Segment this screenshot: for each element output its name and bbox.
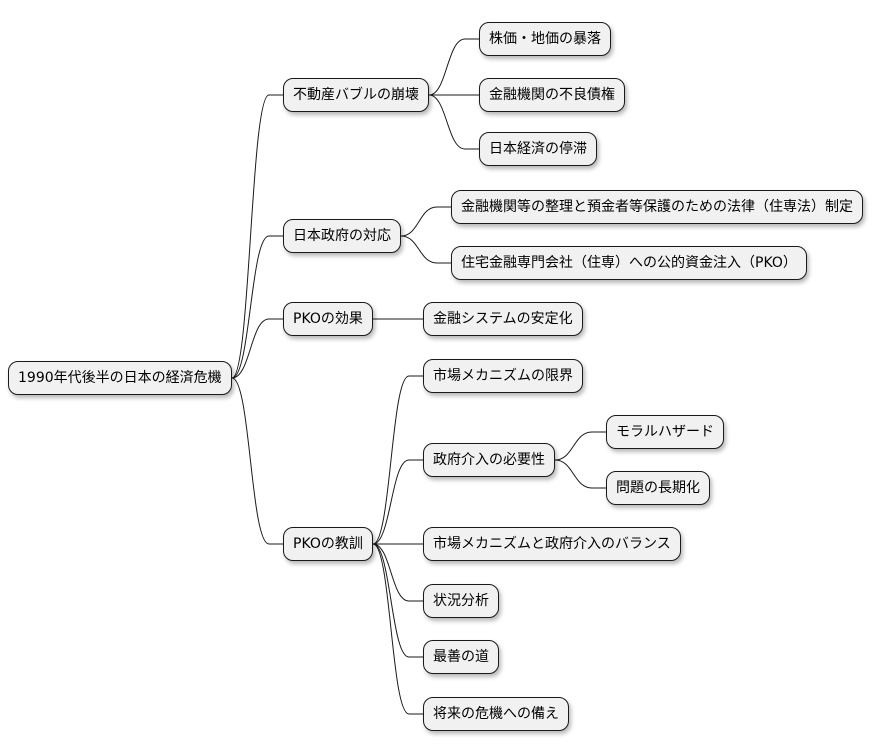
leaf-node-balance[interactable]: 市場メカニズムと政府介入のバランス	[423, 527, 681, 561]
edge-branch-node-bubble-collapse-to-leaf-node-economic-stagnation	[428, 94, 479, 150]
leaf-node-bad-loans[interactable]: 金融機関の不良債権	[479, 78, 625, 112]
leaf-node-situation-analysis[interactable]: 状況分析	[423, 584, 499, 618]
leaf-node-moral-hazard[interactable]: モラルハザード	[606, 415, 724, 449]
edge-branch-node-pko-lessons-to-leaf-node-best-path	[372, 543, 423, 658]
branch-node-government-response[interactable]: 日本政府の対応	[283, 219, 401, 253]
edge-root-node-to-branch-node-pko-effect	[231, 318, 283, 379]
leaf-node-jusen-law[interactable]: 金融機関等の整理と預金者等保護のための法律（住専法）制定	[451, 190, 863, 224]
root-node[interactable]: 1990年代後半の日本の経済危機	[8, 361, 232, 395]
mindmap-edges	[231, 38, 606, 715]
edge-subbranch-node-intervention-need-to-leaf-node-moral-hazard	[554, 431, 606, 461]
edge-branch-node-government-response-to-leaf-node-jusen-law	[400, 206, 451, 237]
branch-node-bubble-collapse[interactable]: 不動産バブルの崩壊	[283, 78, 429, 112]
branch-node-pko-effect[interactable]: PKOの効果	[283, 302, 373, 336]
leaf-node-stock-land-crash[interactable]: 株価・地価の暴落	[479, 22, 611, 56]
leaf-node-economic-stagnation[interactable]: 日本経済の停滞	[479, 132, 597, 166]
leaf-node-future-preparation[interactable]: 将来の危機への備え	[423, 697, 569, 731]
edge-branch-node-pko-lessons-to-leaf-node-situation-analysis	[372, 543, 423, 602]
edge-branch-node-government-response-to-leaf-node-public-funds-pko	[400, 235, 451, 264]
leaf-node-market-limits[interactable]: 市場メカニズムの限界	[423, 359, 583, 393]
edge-branch-node-pko-lessons-to-leaf-node-future-preparation	[372, 543, 423, 715]
leaf-node-public-funds-pko[interactable]: 住宅金融専門会社（住専）への公的資金注入（PKO）	[451, 246, 807, 280]
edge-branch-node-pko-lessons-to-subbranch-node-intervention-need	[372, 459, 423, 545]
edge-root-node-to-branch-node-government-response	[231, 235, 283, 379]
subbranch-node-intervention-need[interactable]: 政府介入の必要性	[423, 443, 555, 477]
edge-branch-node-pko-lessons-to-leaf-node-market-limits	[372, 375, 423, 545]
leaf-node-best-path[interactable]: 最善の道	[423, 640, 499, 674]
leaf-node-prolonged-problem[interactable]: 問題の長期化	[606, 471, 710, 505]
edge-subbranch-node-intervention-need-to-leaf-node-prolonged-problem	[554, 459, 606, 489]
branch-node-pko-lessons[interactable]: PKOの教訓	[283, 527, 373, 561]
edge-root-node-to-branch-node-pko-lessons	[231, 377, 283, 545]
leaf-node-financial-stability[interactable]: 金融システムの安定化	[423, 302, 583, 336]
edge-branch-node-bubble-collapse-to-leaf-node-stock-land-crash	[428, 38, 479, 96]
edge-root-node-to-branch-node-bubble-collapse	[231, 94, 283, 379]
